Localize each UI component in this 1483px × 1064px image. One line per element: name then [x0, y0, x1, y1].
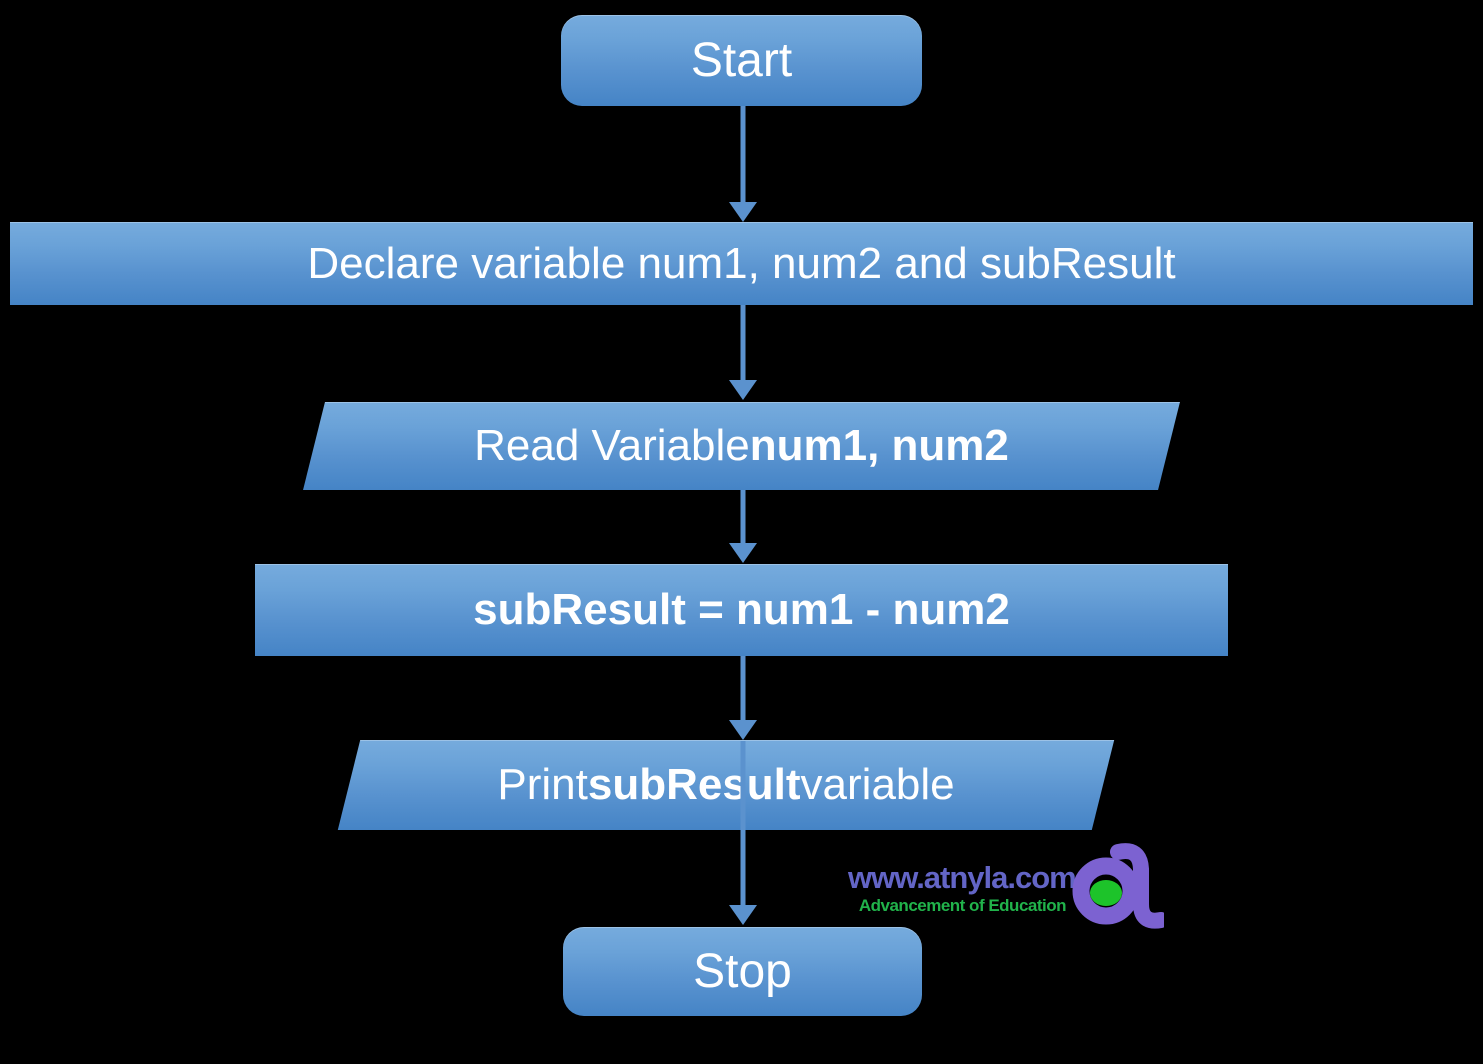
print-label-suffix: variable	[800, 760, 955, 809]
print-label-prefix: Print	[497, 760, 588, 809]
read-label-prefix: Read Variable	[474, 421, 750, 470]
arrow-subtract-to-print	[729, 656, 757, 740]
flowchart-node-start: Start	[561, 15, 922, 106]
flowchart-node-print: Print subResult variable	[337, 740, 1115, 830]
atnyla-logo-icon	[1072, 843, 1164, 929]
declare-label: Declare variable num1, num2 and subResul…	[307, 238, 1176, 288]
print-label: Print subResult variable	[349, 740, 1103, 830]
flowchart-node-read: Read Variable num1, num2	[303, 402, 1180, 490]
start-label: Start	[690, 34, 793, 87]
read-label: Read Variable num1, num2	[314, 402, 1169, 490]
flowchart-node-declare: Declare variable num1, num2 and subResul…	[10, 222, 1473, 305]
arrow-declare-to-read	[729, 305, 757, 400]
watermark: www.atnyla.com Advancement of Education	[848, 860, 1077, 915]
watermark-tagline-text: Advancement of Education	[858, 896, 1067, 915]
arrow-start-to-declare	[729, 106, 757, 222]
watermark-site-text: www.atnyla.com	[848, 860, 1077, 895]
subtract-label: subResult = num1 - num2	[473, 585, 1010, 634]
stop-label: Stop	[693, 945, 792, 998]
flowchart-node-stop: Stop	[563, 927, 922, 1016]
flowchart-node-subtract: subResult = num1 - num2	[255, 564, 1228, 656]
print-label-var: subResult	[587, 760, 801, 809]
arrow-read-to-subtract	[729, 490, 757, 563]
read-label-vars: num1, num2	[749, 421, 1009, 470]
